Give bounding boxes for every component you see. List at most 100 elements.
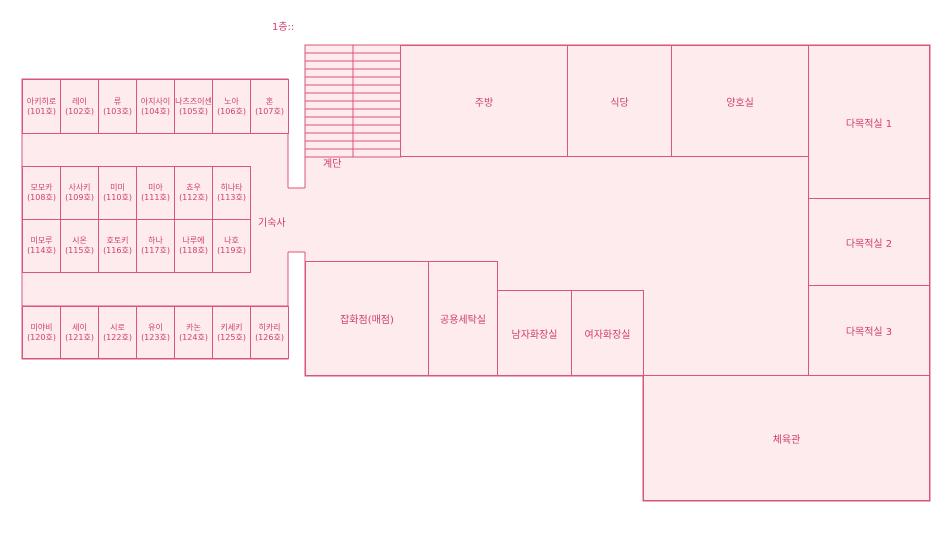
dorm-room-number: (114호) xyxy=(27,246,56,255)
dorm-room-number: (118호) xyxy=(179,246,208,255)
dorm-room[interactable]: 하나(117호) xyxy=(136,219,175,273)
dorm-room[interactable]: 류(103호) xyxy=(98,79,137,134)
dorm-room-name: 사사키 xyxy=(68,183,91,192)
gym-room[interactable]: 체육관 xyxy=(643,375,930,501)
dorm-room-number: (120호) xyxy=(27,332,56,342)
store-room[interactable]: 잡화점(매점) xyxy=(305,261,429,376)
connector-floor xyxy=(287,188,305,252)
dorm-room-name: 미미 xyxy=(110,183,125,192)
dorm-room[interactable]: 키세키(125호) xyxy=(212,306,251,359)
dorm-room[interactable]: 아지사이(104호) xyxy=(136,79,175,134)
dorm-room[interactable]: 히카리(126호) xyxy=(250,306,289,359)
dorm-room-number: (116호) xyxy=(103,246,132,255)
infirmary-label: 양호실 xyxy=(726,97,754,109)
dorm-room-number: (103호) xyxy=(103,106,132,116)
dorm-room[interactable]: 쵸우(112호) xyxy=(174,166,213,220)
dorm-room-number: (109호) xyxy=(65,193,94,202)
dorm-room-name: 유이 xyxy=(148,322,163,332)
cafeteria-room[interactable]: 식당 xyxy=(567,45,672,157)
dorm-room-number: (108호) xyxy=(27,193,56,202)
dorm-room[interactable]: 유이(123호) xyxy=(136,306,175,359)
dorm-room[interactable]: 사사키(109호) xyxy=(60,166,99,220)
laundry-label: 공용세탁실 xyxy=(440,315,486,326)
dorm-room-number: (121호) xyxy=(65,332,94,342)
store-label: 잡화점(매점) xyxy=(340,315,394,326)
tatami-room-3[interactable]: 다목적실 3 xyxy=(808,285,930,376)
tatami-room-1-label: 다목적실 1 xyxy=(845,118,893,130)
mens-restroom-label: 남자화장실 xyxy=(511,329,558,341)
dorm-room-number: (122호) xyxy=(103,332,132,342)
dorm-room[interactable]: 미미(110호) xyxy=(98,166,137,220)
dorm-room[interactable]: 나츠즈이센(105호) xyxy=(174,79,213,134)
dorm-room[interactable]: 미야비(120호) xyxy=(22,306,61,359)
dorm-room-number: (111호) xyxy=(141,193,170,202)
dorm-room-name: 세이 xyxy=(72,322,87,332)
dorm-room[interactable]: 아키히로(101호) xyxy=(22,79,61,134)
dorm-room[interactable]: 미모루(114호) xyxy=(22,219,61,273)
dorm-room-number: (119호) xyxy=(217,246,246,255)
dorm-room-number: (117호) xyxy=(141,246,170,255)
dorm-room-name: 쵸우 xyxy=(186,183,201,192)
dormitory-label: 기숙사 xyxy=(258,218,286,229)
tatami-room-3-label: 다목적실 3 xyxy=(845,327,893,338)
dorm-room[interactable]: 나호(119호) xyxy=(212,219,251,273)
dorm-room-number: (112호) xyxy=(179,193,208,202)
dorm-room-name: 호토키 xyxy=(106,236,129,245)
dorm-room-name: 하나 xyxy=(148,236,163,245)
dorm-room-number: (102호) xyxy=(65,106,94,116)
dorm-room[interactable]: 시로(122호) xyxy=(98,306,137,359)
dorm-room-number: (123호) xyxy=(141,332,170,342)
dorm-room-number: (126호) xyxy=(255,332,284,342)
dorm-room[interactable]: 세이(121호) xyxy=(60,306,99,359)
dorm-room[interactable]: 혼(107호) xyxy=(250,79,289,134)
dorm-room-name: 나호 xyxy=(224,236,239,245)
dorm-room-number: (107호) xyxy=(255,106,284,116)
dorm-room-number: (124호) xyxy=(179,332,208,342)
tatami-room-2-label: 다목적실 2 xyxy=(845,238,893,250)
womens-restroom-label: 여자화장실 xyxy=(584,329,631,341)
dorm-room-name: 시로 xyxy=(110,322,125,332)
dorm-room[interactable]: 시온(115호) xyxy=(60,219,99,273)
kitchen-room[interactable]: 주방 xyxy=(400,45,568,157)
dorm-room-name: 키세키 xyxy=(220,322,243,332)
dorm-room[interactable]: 모모카(108호) xyxy=(22,166,61,220)
dorm-room-name: 카논 xyxy=(186,322,201,332)
dorm-room-number: (105호) xyxy=(179,106,208,116)
kitchen-label: 주방 xyxy=(474,97,494,109)
womens-restroom[interactable]: 여자화장실 xyxy=(571,290,644,376)
dorm-room-name: 노아 xyxy=(224,96,239,106)
dorm-room-name: 히카리 xyxy=(258,322,281,332)
dorm-room[interactable]: 카논(124호) xyxy=(174,306,213,359)
stairs-label: 계단 xyxy=(323,159,342,170)
dorm-room[interactable]: 히나타(113호) xyxy=(212,166,251,220)
gym-label: 체육관 xyxy=(772,434,801,446)
cafeteria-label: 식당 xyxy=(610,97,629,109)
laundry-room[interactable]: 공용세탁실 xyxy=(428,261,498,376)
infirmary-room[interactable]: 양호실 xyxy=(671,45,809,157)
dorm-room-name: 혼 xyxy=(265,96,274,106)
dorm-room-number: (125호) xyxy=(217,332,246,342)
dorm-room-number: (106호) xyxy=(217,106,246,116)
dorm-room[interactable]: 미아(111호) xyxy=(136,166,175,220)
mens-restroom[interactable]: 남자화장실 xyxy=(497,290,572,376)
dorm-room-name: 나츠즈이센 xyxy=(175,96,212,106)
dorm-room-number: (104호) xyxy=(141,106,170,116)
dorm-room-number: (115호) xyxy=(65,246,94,255)
dorm-room[interactable]: 나루에(118호) xyxy=(174,219,213,273)
dorm-room[interactable]: 레이(102호) xyxy=(60,79,99,134)
tatami-room-2[interactable]: 다목적실 2 xyxy=(808,198,930,286)
dorm-room-number: (110호) xyxy=(103,193,132,202)
dorm-room-name: 류 xyxy=(113,96,122,106)
dorm-room-name: 히나타 xyxy=(220,183,243,192)
tatami-room-1[interactable]: 다목적실 1 xyxy=(808,45,930,199)
floor-title: 1층:: xyxy=(272,22,295,33)
dorm-room[interactable]: 호토키(116호) xyxy=(98,219,137,273)
dorm-room-name: 모모카 xyxy=(30,183,53,192)
dorm-room-number: (101호) xyxy=(27,106,56,116)
dorm-room[interactable]: 노아(106호) xyxy=(212,79,251,134)
dorm-room-name: 미모루 xyxy=(30,236,53,245)
dorm-room-name: 미야비 xyxy=(30,322,53,332)
dorm-room-name: 아지사이 xyxy=(140,96,171,106)
dorm-room-name: 시온 xyxy=(72,236,87,245)
dorm-room-name: 미아 xyxy=(148,183,163,192)
